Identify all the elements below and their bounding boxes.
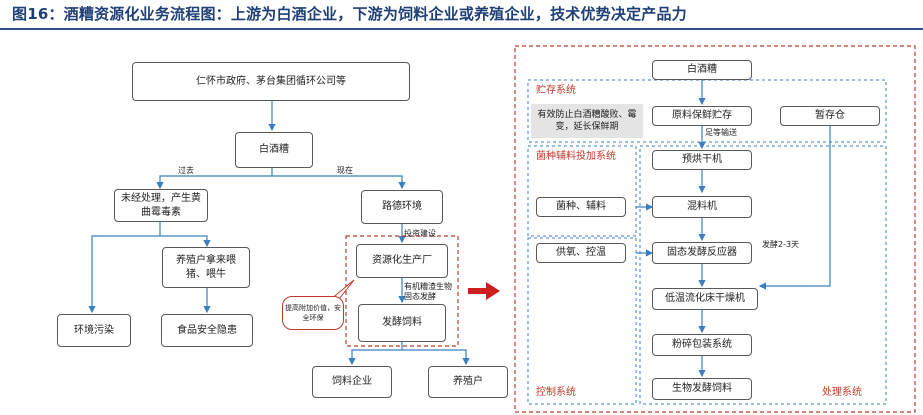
lude-node: 路德环境 <box>361 190 443 224</box>
dryer-node: 低温流化床干燥机 <box>652 288 758 310</box>
ferment-days-label: 发酵2-3天 <box>762 240 800 249</box>
temp-store-node: 暂存仓 <box>780 106 880 126</box>
process-system-label: 处理系统 <box>822 387 862 398</box>
gov-node: 仁怀市政府、茅台集团循环公司等 <box>132 62 410 101</box>
callout-bubble: 提高附加价值，安全环保 <box>282 296 344 330</box>
food-risk-node: 食品安全隐患 <box>161 314 253 347</box>
reactor-node: 固态发酵反应器 <box>652 242 752 264</box>
title-rule <box>0 28 923 30</box>
jiuzao-node: 白酒糟 <box>235 132 313 168</box>
figure-title: 图16：酒糟资源化业务流程图：上游为白酒企业，下游为饲料企业或养殖企业，技术优势… <box>12 5 687 23</box>
feed-company-node: 饲料企业 <box>312 366 392 398</box>
to-be-dried-label: 足等输送 <box>705 128 737 137</box>
untreated-node: 未经处理，产生黄曲霉毒素 <box>114 189 208 222</box>
raw-storage-node: 原料保鲜贮存 <box>652 106 752 126</box>
label-now: 现在 <box>337 166 353 175</box>
control-system-label: 控制系统 <box>536 387 576 398</box>
microbe-label: 有机糟渣生物固态发酵 <box>404 282 452 301</box>
bacteria-node: 菌种、辅料 <box>536 197 626 217</box>
feed-node: 发酵饲料 <box>358 304 446 342</box>
label-past: 过去 <box>178 166 194 175</box>
mixer-node: 混料机 <box>652 196 752 218</box>
breeder-node: 养殖户 <box>428 366 508 398</box>
oxygen-node: 供氧、控温 <box>536 243 626 263</box>
predry-node: 预烘干机 <box>652 150 752 170</box>
plant-node: 资源化生产厂 <box>356 244 448 278</box>
r-top-node: 白酒糟 <box>652 60 752 80</box>
crusher-node: 粉碎包装系统 <box>652 334 752 356</box>
pollution-node: 环境污染 <box>57 314 131 347</box>
invest-label: 投资建设 <box>404 229 436 238</box>
farmer-node: 养殖户拿来喂猪、喂牛 <box>162 247 250 288</box>
storage-system-label: 贮存系统 <box>536 85 576 96</box>
bacteria-system-label: 菌种辅料投加系统 <box>536 151 616 162</box>
product-node: 生物发酵饲料 <box>652 378 752 400</box>
storage-desc: 有效防止白酒糟酸败、霉变，延长保鲜期 <box>531 104 643 138</box>
